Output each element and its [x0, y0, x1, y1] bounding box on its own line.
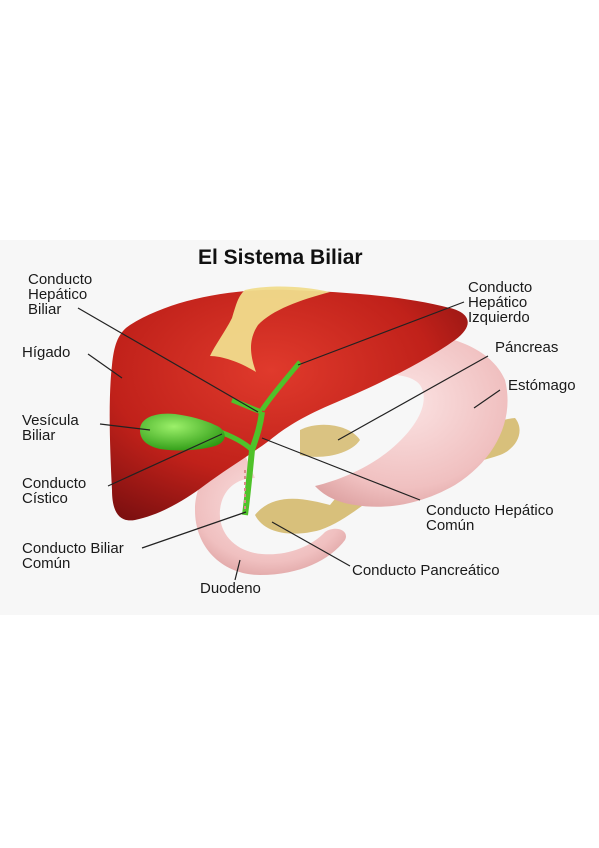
gallbladder-shape [140, 413, 225, 451]
label-vesicula-biliar: Vesícula Biliar [22, 412, 79, 444]
leader-conducto-hepatico-biliar [77, 307, 259, 413]
label-conducto-cistico: Conducto Cístico [22, 475, 87, 507]
liver-shape [109, 289, 468, 521]
leader-conducto-hepatico-comun [261, 437, 421, 501]
label-conducto-hepatico-izquierdo: Conducto Hepático Izquierdo [468, 279, 533, 326]
leader-duodeno [234, 559, 241, 581]
label-pancreas: Páncreas [495, 339, 559, 356]
label-conducto-biliar-comun: Conducto Biliar Común [22, 540, 124, 572]
leader-estomago [473, 389, 501, 409]
left-hepatic-duct [259, 360, 302, 412]
label-estomago: Estómago [508, 377, 576, 394]
label-conducto-hepatico-biliar: Conducto Hepático Biliar [28, 271, 93, 318]
diagram-title: El Sistema Biliar [198, 246, 363, 269]
leader-conducto-hepatico-izquierdo [297, 301, 465, 366]
label-higado: Hígado [22, 344, 71, 361]
label-duodeno: Duodeno [200, 580, 261, 597]
label-conducto-hepatico-comun: Conducto Hepático Común [426, 502, 554, 534]
common-hepatic-duct [249, 411, 265, 451]
pancreas-head [300, 424, 360, 457]
duodenum-shape [195, 455, 346, 575]
leader-pancreas [337, 355, 489, 441]
falciform-ligament [210, 286, 330, 372]
leader-conducto-pancreatico [271, 521, 351, 567]
label-conducto-pancreatico: Conducto Pancreático [352, 562, 500, 579]
leader-lines [77, 301, 501, 581]
leader-vesicula [99, 423, 151, 431]
leader-conducto-biliar-comun [141, 511, 247, 549]
leader-conducto-cistico [107, 433, 223, 487]
leader-higado [87, 353, 123, 379]
